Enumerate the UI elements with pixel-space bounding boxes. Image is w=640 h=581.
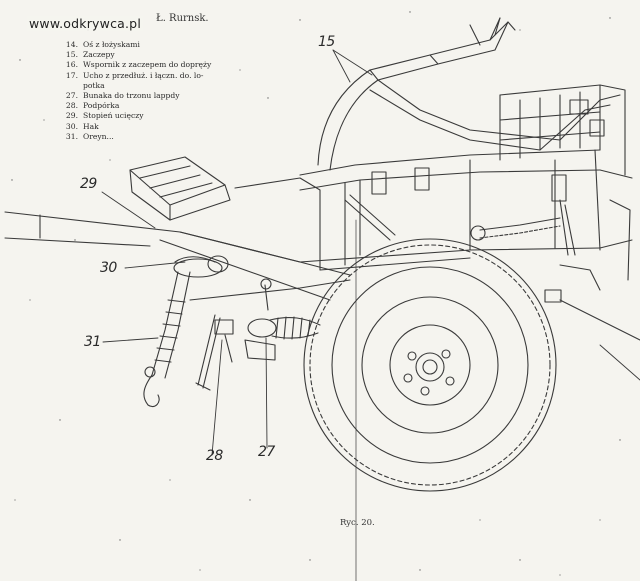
legend-item: 16. Wspornik z zaczepem do dopręży bbox=[56, 60, 296, 70]
legend-label: Zaczepy bbox=[83, 50, 115, 60]
trail-beam bbox=[4, 211, 351, 301]
wheel bbox=[303, 238, 557, 492]
legend-number: 31. bbox=[65, 131, 78, 141]
legend-label: Wspornik z zaczepem do dopręży bbox=[83, 60, 212, 70]
legend-item: 29. Stopień ucięczy bbox=[56, 111, 296, 121]
legend-label: Stopień ucięczy bbox=[83, 111, 144, 121]
legend-item: 30. Hak bbox=[56, 122, 296, 132]
legend-number: 27. bbox=[65, 91, 78, 101]
leader-lines bbox=[101, 49, 640, 456]
legend-number: 29. bbox=[65, 111, 78, 121]
body-box bbox=[499, 84, 626, 176]
legend-label: Bunaka do trzonu lappdy bbox=[83, 91, 180, 101]
callout-28: 28 bbox=[206, 448, 223, 464]
callout-27: 27 bbox=[258, 444, 275, 460]
legend-item: 14. Oś z łożyskami bbox=[56, 40, 296, 50]
brake-linkage bbox=[470, 199, 640, 341]
callout-29: 29 bbox=[80, 176, 97, 192]
spring-bracket bbox=[244, 278, 321, 361]
legend-item: 28. Podpórka bbox=[56, 101, 296, 111]
chassis-frame bbox=[299, 149, 633, 281]
frame-clamps bbox=[344, 167, 567, 241]
legend-item: 31. Oreyn... bbox=[56, 132, 296, 142]
upper-tube-frame bbox=[317, 17, 621, 171]
callout-31: 31 bbox=[84, 334, 101, 350]
legend-item: 17. Ucho z przedłuż. i łączn. do. lo- po… bbox=[56, 71, 296, 91]
legend-label: Ucho z przedłuż. i łączn. do. lo- potka bbox=[83, 70, 204, 90]
header-word: Ł. Rurnsk. bbox=[156, 13, 209, 24]
legend-number: 17. bbox=[65, 70, 78, 80]
hook-assembly bbox=[143, 255, 229, 408]
watermark: www.odkrywca.pl bbox=[27, 16, 143, 31]
legend-label: Podpórka bbox=[83, 101, 120, 111]
legend-item: 27. Bunaka do trzonu lappdy bbox=[56, 91, 296, 101]
parts-legend: 14. Oś z łożyskami 15. Zaczepy 16. Wspor… bbox=[56, 40, 296, 142]
support-leg bbox=[195, 314, 234, 391]
figure-caption: Ryc. 20. bbox=[340, 518, 375, 528]
legend-label: Oreyn... bbox=[83, 131, 114, 141]
legend-number: 16. bbox=[65, 60, 78, 70]
legend-number: 30. bbox=[65, 121, 78, 131]
step-assembly bbox=[129, 156, 321, 221]
legend-number: 14. bbox=[65, 40, 78, 49]
legend-number: 28. bbox=[65, 101, 78, 111]
legend-item: 15. Zaczepy bbox=[56, 50, 296, 60]
callout-30: 30 bbox=[100, 260, 117, 276]
legend-label: Hak bbox=[83, 121, 99, 131]
legend-label: Oś z łożyskami bbox=[83, 40, 140, 49]
legend-number: 15. bbox=[65, 50, 78, 60]
callout-15: 15 bbox=[318, 34, 335, 50]
